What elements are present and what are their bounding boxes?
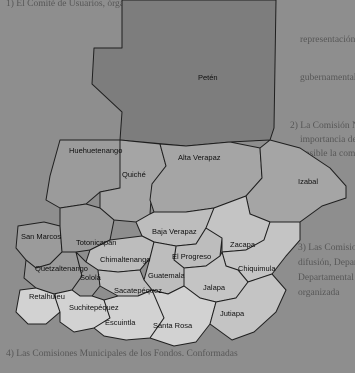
- label-chiquimula: Chiquimula: [238, 264, 276, 273]
- background-line-0: 1) El Comité de Usuarios, órgano de cons…: [6, 0, 224, 9]
- label-retalhuleu: Retalhuleu: [29, 292, 65, 301]
- label-izabal: Izabal: [298, 177, 318, 186]
- label-huehuetenango: Huehuetenango: [69, 146, 122, 155]
- background-line-9: organizada: [298, 288, 340, 298]
- label-baja-verapaz: Baja Verapaz: [152, 227, 197, 236]
- label-quetzaltenango: Quetzaltenango: [35, 264, 88, 273]
- label-totonicapan: Totonicapán: [76, 238, 116, 247]
- label-quiche: Quiché: [122, 170, 146, 179]
- department-peten: [91, 0, 277, 147]
- label-jutiapa: Jutiapa: [220, 309, 245, 318]
- label-peten: Petén: [198, 73, 218, 82]
- label-jalapa: Jalapa: [203, 283, 226, 292]
- label-santa-rosa: Santa Rosa: [153, 321, 193, 330]
- label-suchitepequez: Suchitepéquez: [69, 303, 119, 312]
- background-line-6: 3) Las Comisiones Departamentales de dif…: [298, 242, 355, 253]
- department-jutiapa: [209, 273, 287, 341]
- background-line-2: gubernamentales: [300, 73, 355, 83]
- departments: [15, 0, 347, 347]
- background-text: 1) El Comité de Usuarios, órgano de cons…: [6, 0, 355, 359]
- background-line-1: representación de las provincias. Centro…: [300, 35, 355, 45]
- label-solola: Sololá: [80, 273, 102, 282]
- department-retalhuleu: [15, 287, 61, 325]
- background-line-5: posible la comparación de datos, sistema…: [300, 149, 355, 159]
- label-zacapa: Zacapa: [230, 240, 256, 249]
- background-line-3: 2) La Comisión Nacional de los Archivos.…: [290, 120, 355, 131]
- department-labels: Petén Huehuetenango Quiché Alta Verapaz …: [21, 73, 318, 330]
- background-line-7: difusión, Departamentos: [298, 257, 355, 268]
- background-line-10: 4) Las Comisiones Municipales de los Fon…: [6, 348, 238, 359]
- label-sacatepequez: Sacatepéquez: [114, 286, 162, 295]
- label-escuintla: Escuintla: [105, 318, 136, 327]
- label-guatemala: Guatemala: [148, 271, 186, 280]
- background-line-8: Departamental: [298, 273, 354, 283]
- label-el-progreso: El Progreso: [172, 252, 211, 261]
- background-line-4: importancia de la estadística, unidades,…: [300, 134, 355, 145]
- label-chimaltenango: Chimaltenango: [100, 255, 150, 264]
- label-san-marcos: San Marcos: [21, 232, 61, 241]
- label-alta-verapaz: Alta Verapaz: [178, 153, 221, 162]
